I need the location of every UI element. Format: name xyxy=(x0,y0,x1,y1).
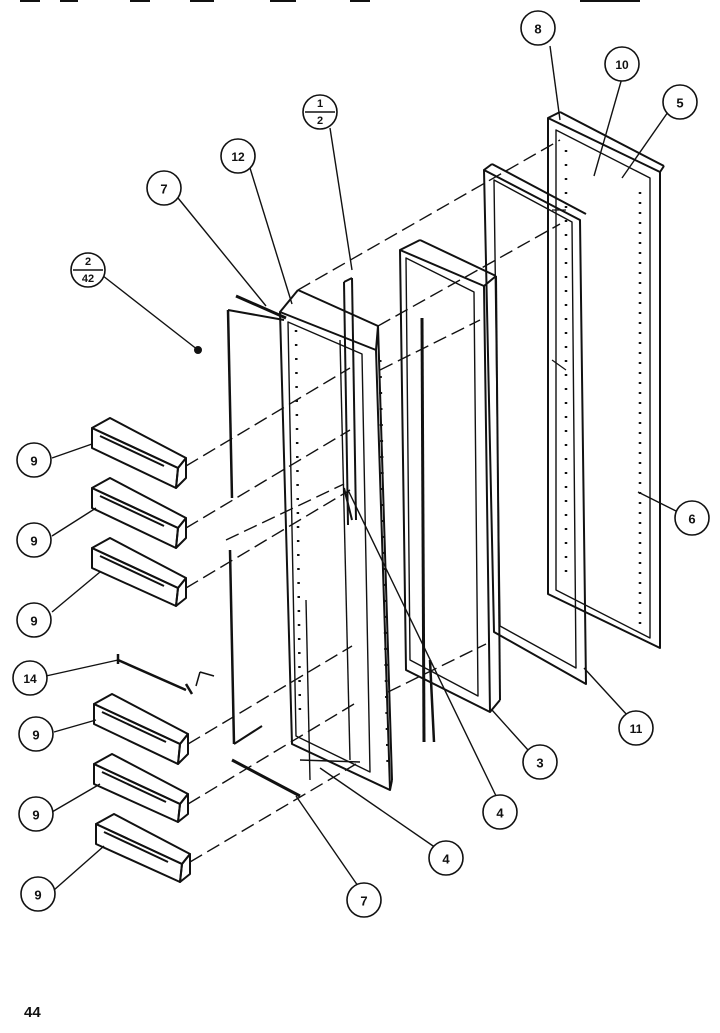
callout-8: 8 xyxy=(534,22,541,37)
callout-11: 11 xyxy=(630,722,643,736)
callout-9f: 9 xyxy=(34,888,41,903)
assembly-guide-lines xyxy=(185,139,561,863)
callout-1-bottom: 2 xyxy=(317,115,323,127)
screw-dot xyxy=(194,346,202,354)
callout-9b: 9 xyxy=(30,534,37,549)
callout-9a: 9 xyxy=(30,454,37,469)
callout-4b: 4 xyxy=(442,852,450,867)
callout-6: 6 xyxy=(688,512,695,527)
callout-2-bottom: 42 xyxy=(82,273,94,285)
callout-5: 5 xyxy=(676,96,683,111)
door-bin-6 xyxy=(95,813,191,883)
door-bin-1 xyxy=(91,417,187,489)
callout-10: 10 xyxy=(615,58,629,72)
callout-2-top: 2 xyxy=(85,256,91,268)
shelf-bar xyxy=(116,654,215,695)
shelf-rails xyxy=(226,294,301,798)
callout-3: 3 xyxy=(536,756,543,771)
callout-9e: 9 xyxy=(32,808,39,823)
callout-12: 12 xyxy=(231,150,245,164)
leader-lines xyxy=(45,45,679,891)
page-number: 44 xyxy=(24,1004,41,1021)
door-bin-3 xyxy=(91,537,187,607)
callout-7a: 7 xyxy=(160,182,167,197)
door-frame xyxy=(279,289,393,791)
callout-circles xyxy=(12,10,710,918)
callout-7b: 7 xyxy=(360,894,367,909)
door-bin-5 xyxy=(93,753,189,823)
callout-4a: 4 xyxy=(496,806,504,821)
callout-9c: 9 xyxy=(30,614,37,629)
callout-1-top: 1 xyxy=(317,98,323,110)
door-bin-2 xyxy=(91,477,187,549)
door-inner-liner xyxy=(399,239,501,743)
door-bin-4 xyxy=(93,693,189,765)
door-trim-strip xyxy=(343,277,357,526)
door-bins xyxy=(91,417,191,883)
callout-9d: 9 xyxy=(32,728,39,743)
door-outer-panel xyxy=(547,111,665,649)
callout-14: 14 xyxy=(23,672,37,686)
